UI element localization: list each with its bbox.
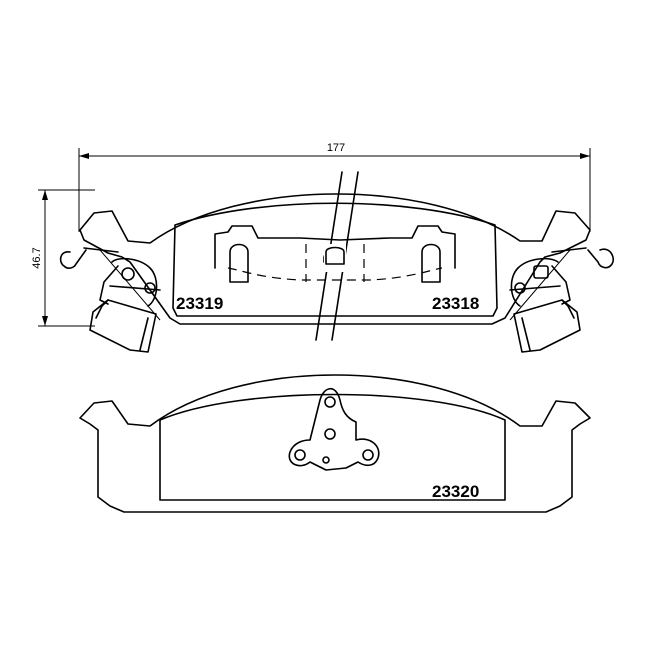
bottom-brake-pad: 23320: [79, 374, 591, 513]
width-dimension-label: 177: [327, 142, 345, 154]
part-number-23319: 23319: [176, 294, 223, 313]
height-dimension: 46.7: [31, 189, 95, 327]
right-wear-sensor: [509, 247, 615, 353]
width-dimension: 177: [78, 142, 591, 232]
left-wear-sensor: [59, 247, 161, 353]
height-dimension-label: 46.7: [31, 247, 43, 268]
top-brake-pad: 23319 23318: [59, 171, 615, 353]
split-lines: [315, 171, 359, 341]
part-number-23318: 23318: [432, 294, 479, 313]
part-number-23320: 23320: [432, 482, 479, 501]
spring-clip: [288, 387, 380, 471]
